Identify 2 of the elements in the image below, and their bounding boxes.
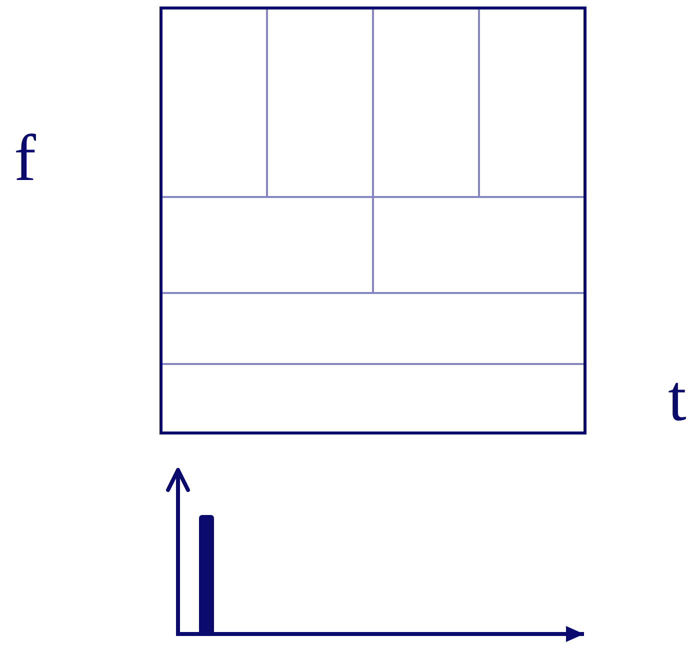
axis-label: t xyxy=(668,366,686,432)
axis-label: f xyxy=(14,126,36,192)
